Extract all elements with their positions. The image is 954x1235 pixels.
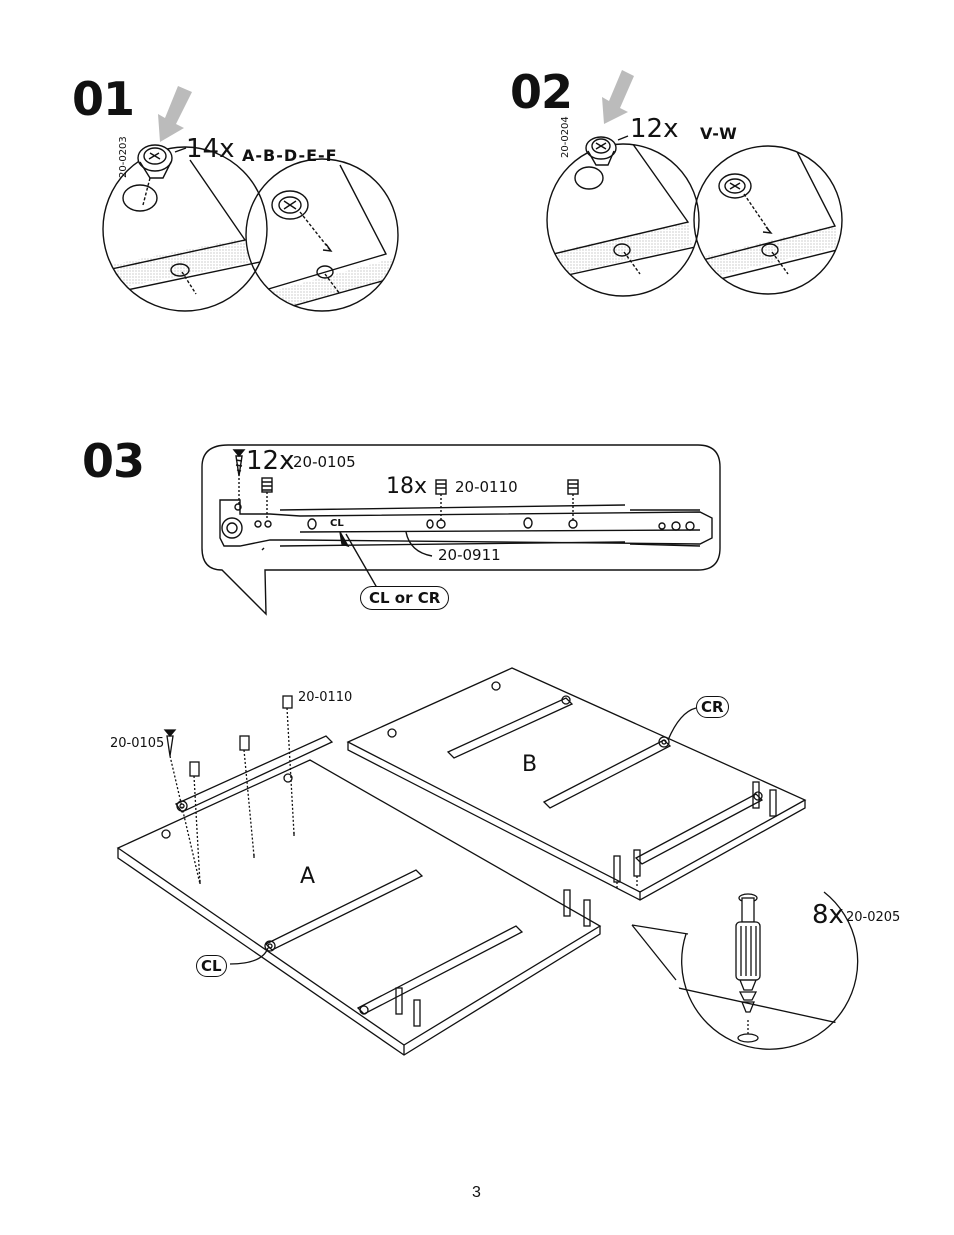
rail-side-badge: CL or CR — [360, 586, 450, 610]
rail-side-label: CL — [330, 518, 344, 529]
parts-list-label: V-W — [700, 124, 738, 143]
dowel-code-label: 20-0205 — [846, 910, 901, 925]
drawer-rail — [219, 499, 713, 547]
parts-list-label: A-B-D-E-F — [242, 146, 338, 165]
screw-code-label: 20-0105 — [110, 736, 165, 751]
insert-icon — [261, 477, 273, 520]
insert-code-label: 20-0110 — [455, 478, 518, 496]
screw-icon — [232, 449, 246, 477]
insert-icon — [567, 479, 579, 520]
step-number: 01 — [72, 72, 135, 126]
insert-code-label: 20-0110 — [298, 690, 353, 705]
step-number: 02 — [510, 65, 573, 119]
quantity-label: 12x — [630, 114, 679, 144]
insert-icon — [435, 479, 447, 520]
page-number: 3 — [472, 1184, 481, 1201]
step3-assembly-illustration — [116, 667, 859, 1056]
part-code-label: 20-0204 — [560, 116, 571, 158]
step3-callout-illustration — [201, 444, 721, 616]
rail-code-label: 20-0911 — [438, 546, 501, 564]
screw-code-label: 20-0105 — [293, 453, 356, 471]
part-code-label: 20-0203 — [118, 136, 129, 178]
step-number: 03 — [82, 434, 145, 488]
dowel-quantity-label: 8x — [812, 900, 844, 930]
right-rail-badge: CR — [696, 696, 729, 718]
quantity-label: 14x — [186, 134, 235, 164]
left-rail-badge: CL — [196, 955, 227, 977]
panel-b-label: B — [522, 752, 538, 777]
screw-icon — [163, 729, 177, 757]
insert-arrow-icon — [158, 86, 192, 142]
insert-arrow-icon — [602, 70, 634, 124]
screw-quantity-label: 12x — [246, 446, 295, 476]
panel-a-label: A — [300, 864, 316, 889]
step2-illustration — [546, 70, 843, 297]
insert-quantity-label: 18x — [386, 474, 428, 499]
